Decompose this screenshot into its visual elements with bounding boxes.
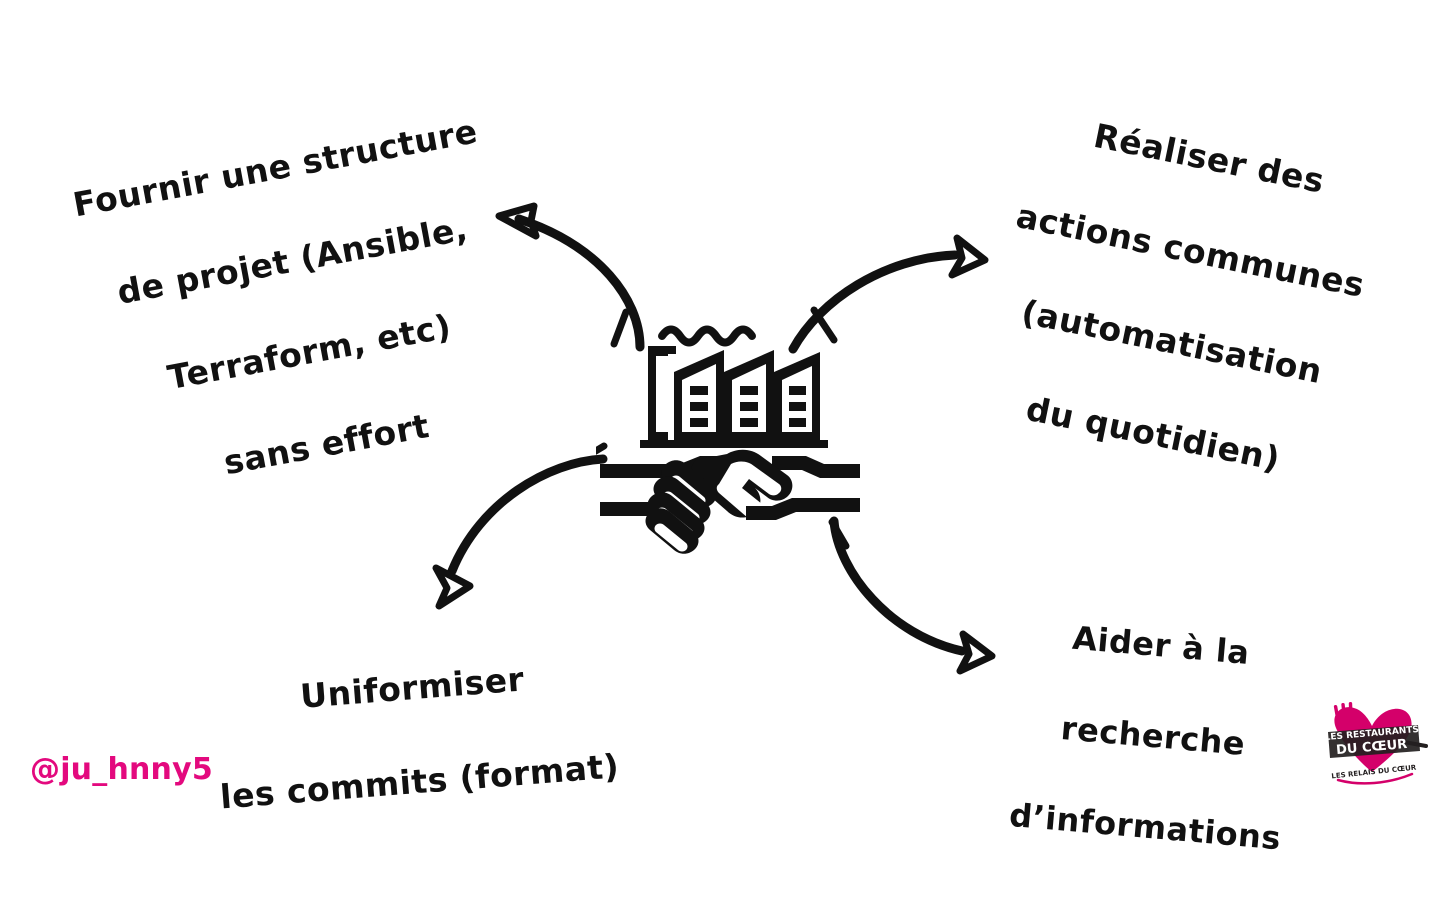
restos-du-coeur-logo: LES RESTAURANTS DU CŒUR LES RELAIS DU CŒ… — [1316, 698, 1430, 790]
callout-line: Aider à la — [1070, 619, 1252, 673]
slide-canvas: .stroke-hand{fill:none;stroke:#111111;st… — [30, 52, 1430, 858]
author-handle: @ju_hnny5 — [30, 752, 213, 787]
callout-line: d’informations — [1007, 796, 1283, 858]
callout-bottom-left: Uniformiser les commits (format) — [187, 601, 644, 869]
callout-line: recherche — [1059, 709, 1247, 764]
callout-line: les commits (format) — [218, 745, 621, 817]
callout-top-right: Réaliser des actions communes (automatis… — [952, 52, 1410, 541]
callout-bottom-right: Aider à la recherche d’informations — [997, 566, 1310, 908]
callout-line: Uniformiser — [298, 659, 526, 716]
callout-line: du quotidien) — [1022, 388, 1284, 479]
callout-top-left: Fournir une structure de projet (Ansible… — [43, 59, 558, 555]
handshake-factory-icon — [596, 306, 860, 554]
callout-line: Réaliser des — [1090, 115, 1328, 201]
callout-line: actions communes — [1013, 195, 1368, 305]
callout-line: (automatisation — [1018, 292, 1326, 392]
logo-line2: DU CŒUR — [1336, 737, 1408, 758]
